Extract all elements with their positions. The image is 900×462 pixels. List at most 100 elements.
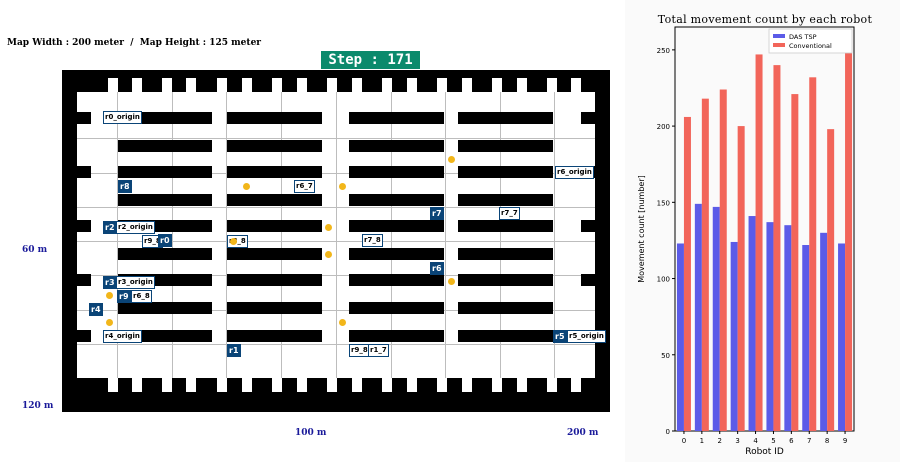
grid-line [445, 92, 446, 378]
grid-line [77, 241, 595, 242]
wall-stub [77, 274, 91, 286]
shelf [227, 330, 322, 342]
shelf [458, 220, 553, 232]
notch [571, 78, 581, 92]
grid-line [226, 92, 227, 378]
notch [462, 378, 472, 392]
grid-line [77, 310, 595, 311]
target-label: r6_7 [294, 180, 315, 193]
y-tick-label: 50 [661, 352, 670, 360]
wall-stub [581, 274, 595, 286]
shelf [349, 274, 444, 286]
bar-das-tsp [838, 243, 846, 431]
bar-conventional [827, 129, 835, 431]
x-tick-label: 0 [682, 437, 686, 445]
map-dimensions-text: Map Width : 200 meter / Map Height : 125… [7, 38, 262, 48]
shelf [227, 166, 322, 178]
target-label: r6_8 [131, 290, 152, 303]
notch [407, 378, 417, 392]
legend-label: DAS TSP [789, 33, 817, 41]
x-tick-label: 9 [843, 437, 847, 445]
notch [272, 378, 282, 392]
notch [242, 78, 252, 92]
notch [571, 378, 581, 392]
grid-line [554, 92, 555, 378]
robot-marker[interactable]: r0 [158, 234, 172, 247]
bar-conventional [809, 77, 817, 431]
robot-marker[interactable]: r4 [89, 303, 103, 316]
y-tick-label: 200 [657, 123, 670, 131]
notch [217, 78, 227, 92]
x-tick-label: 1 [700, 437, 704, 445]
grid-line [77, 344, 595, 345]
shelf [227, 194, 322, 206]
shelf [227, 112, 322, 124]
y-tick-label: 250 [657, 47, 670, 55]
grid-line [77, 207, 595, 208]
notch [517, 78, 527, 92]
bar-conventional [773, 65, 781, 431]
notch [547, 78, 557, 92]
notch [242, 378, 252, 392]
bar-conventional [755, 54, 763, 432]
notch [462, 78, 472, 92]
robot-marker[interactable]: r7 [430, 207, 444, 220]
target-label: r7_8 [362, 234, 383, 247]
bar-conventional [845, 30, 853, 431]
bar-conventional [701, 98, 709, 431]
shelf [349, 302, 444, 314]
target-label: r7_7 [499, 207, 520, 220]
notch [108, 378, 118, 392]
grid-line [391, 92, 392, 378]
grid-line [77, 138, 595, 139]
robot-marker[interactable]: r3 [103, 276, 117, 289]
shelf [227, 302, 322, 314]
x-tick-label: 8 [825, 437, 829, 445]
bar-das-tsp [712, 206, 720, 431]
notch [492, 378, 502, 392]
shelf [349, 166, 444, 178]
y-tick-label: 100 [657, 276, 670, 284]
notch [217, 378, 227, 392]
shelf [458, 330, 553, 342]
notch [407, 78, 417, 92]
shelf [349, 220, 444, 232]
waypoint-dot [106, 319, 113, 326]
robot-marker[interactable]: r6 [430, 262, 444, 275]
notch [272, 78, 282, 92]
warehouse-map[interactable]: r0_origin r6_7 r6_origin r7_7 r2_origin … [62, 70, 610, 412]
y-tick-label: 150 [657, 199, 670, 207]
waypoint-dot [243, 183, 250, 190]
x-tick-label: 2 [718, 437, 722, 445]
robot-marker[interactable]: r5 [553, 330, 567, 343]
x-tick-label: 6 [789, 437, 794, 445]
shelf [349, 112, 444, 124]
notch [162, 78, 172, 92]
robot-marker[interactable]: r9 [117, 290, 131, 303]
notch [327, 378, 337, 392]
notch [437, 378, 447, 392]
robot-marker[interactable]: r2 [103, 221, 117, 234]
shelf [349, 140, 444, 152]
x-tick-label: 4 [753, 437, 758, 445]
shelf [458, 140, 553, 152]
shelf [458, 302, 553, 314]
target-label: r9_8 [142, 235, 163, 248]
shelf [227, 248, 322, 260]
notch [108, 78, 118, 92]
x-tick-label: 5 [771, 437, 775, 445]
notch [132, 378, 142, 392]
notch [382, 378, 392, 392]
notch [492, 78, 502, 92]
waypoint-dot [448, 156, 455, 163]
wall-stub [77, 330, 91, 342]
legend-box [768, 28, 853, 54]
notch [547, 378, 557, 392]
robot-marker[interactable]: r1 [227, 344, 241, 357]
robot-marker[interactable]: r8 [118, 180, 132, 193]
bar-das-tsp [748, 216, 756, 431]
grid-line [117, 92, 118, 378]
bar-conventional [791, 94, 799, 431]
notch [132, 78, 142, 92]
